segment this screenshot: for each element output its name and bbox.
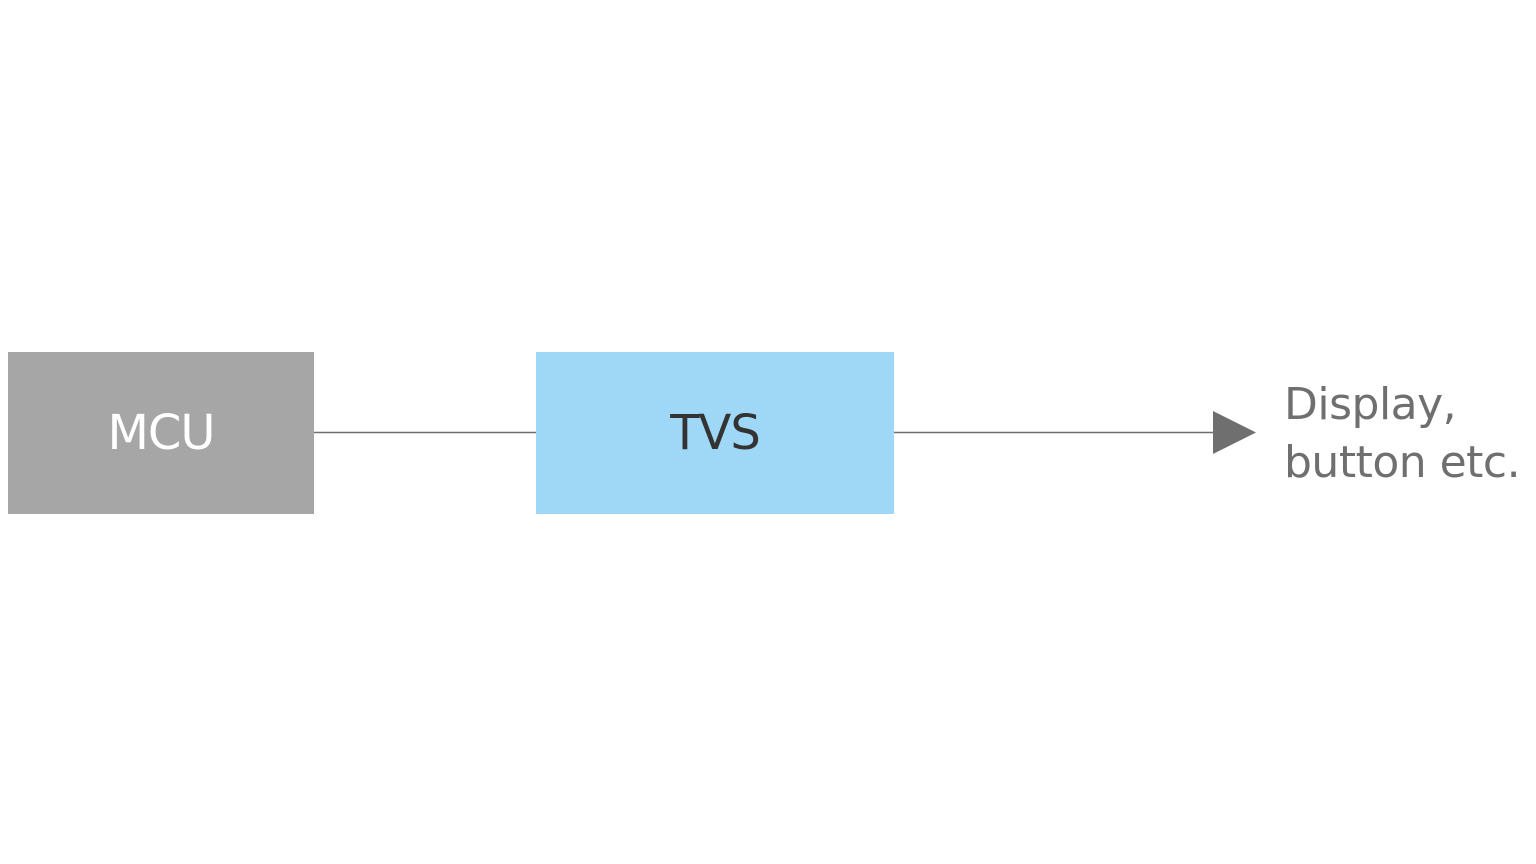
- arrowhead-icon: [1213, 411, 1256, 454]
- tvs-block: TVS: [536, 352, 894, 514]
- mcu-block: MCU: [8, 352, 314, 514]
- tvs-label: TVS: [670, 405, 761, 461]
- target-label-line-2: button etc.: [1284, 437, 1521, 488]
- target-label-line-1: Display,: [1284, 379, 1457, 430]
- target-label: Display, button etc.: [1284, 376, 1532, 492]
- mcu-label: MCU: [107, 405, 215, 461]
